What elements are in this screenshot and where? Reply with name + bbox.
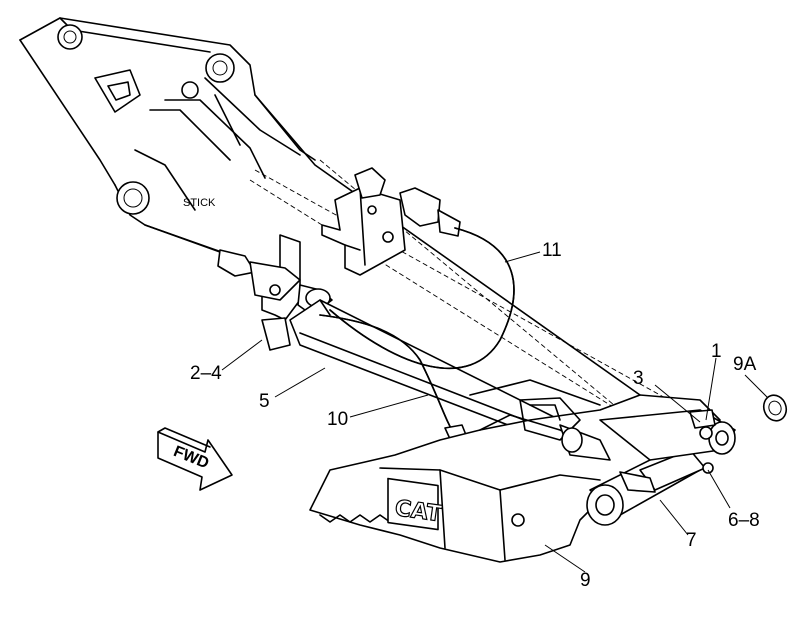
lower-bracket	[217, 234, 333, 351]
callout-9: 9	[580, 570, 591, 591]
callouts: 11 1 9A 3 2–4 5 10 6–8 7 9	[190, 240, 760, 591]
seal-9a	[762, 394, 788, 422]
upper-bracket	[321, 167, 461, 276]
leader-lines	[221, 251, 769, 573]
hose-11	[329, 227, 515, 370]
pin-assembly	[559, 409, 736, 526]
callout-9a: 9A	[733, 354, 757, 375]
callout-2-4: 2–4	[190, 363, 222, 384]
stick-arm: STICK	[19, 17, 641, 396]
callout-5: 5	[259, 391, 270, 412]
callout-1: 1	[711, 341, 722, 362]
callout-11: 11	[542, 240, 562, 261]
callout-6-8: 6–8	[728, 510, 760, 531]
callout-3: 3	[633, 368, 644, 389]
fwd-arrow: FWD	[157, 427, 233, 491]
callout-10: 10	[327, 409, 348, 430]
callout-7: 7	[686, 530, 697, 551]
stick-label: STICK	[183, 197, 216, 209]
coupler-body: CAT	[309, 379, 721, 563]
